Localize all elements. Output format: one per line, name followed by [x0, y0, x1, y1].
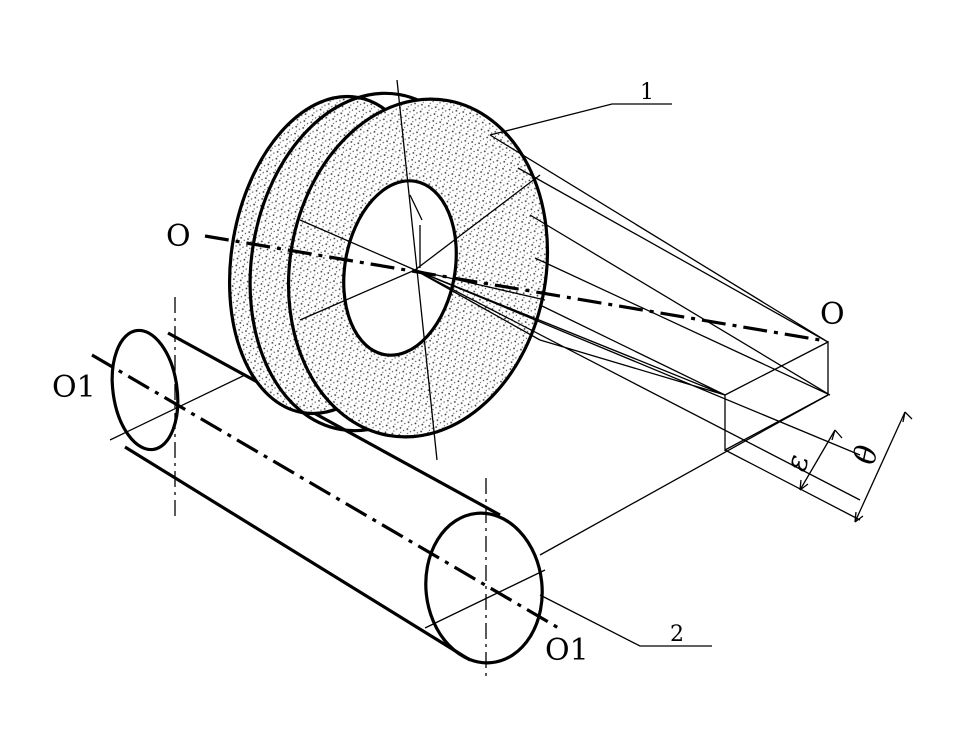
cylinder-left-end: [110, 328, 180, 452]
cylinder-right-end: [424, 511, 544, 665]
wheel-axis-O: [204, 234, 821, 342]
cylinder-right-cross-line: [424, 569, 546, 629]
wheel-axis-label-left: O: [166, 219, 191, 254]
angle-construction: [414, 134, 913, 556]
epsilon-dimension-line: [799, 429, 836, 491]
projection-lines: [414, 134, 861, 501]
epsilon-arrows: [799, 429, 843, 491]
cylinder-workpiece: [91, 297, 563, 678]
wheel-axis-label-right: O: [820, 297, 845, 332]
extension-lines: [539, 394, 861, 556]
cylinder-axis-label-left: O1: [52, 370, 96, 405]
leader-line-2: [539, 594, 712, 647]
callout-label-2: 2: [670, 622, 684, 647]
grinding-wheel: [204, 79, 821, 461]
projection-box: [724, 340, 829, 452]
wheel-construction-lines: [299, 79, 546, 461]
leader-line-1: [489, 103, 672, 136]
theta-arrows: [854, 411, 913, 523]
callout-label-1: 1: [640, 80, 654, 105]
cylinder-body-outline: [124, 331, 501, 662]
cylinder-left-cross-line: [109, 374, 246, 441]
theta-dimension-line: [854, 411, 906, 523]
cylinder-axis-label-right: O1: [545, 633, 589, 668]
cylinder-axis-O1: [91, 353, 563, 632]
